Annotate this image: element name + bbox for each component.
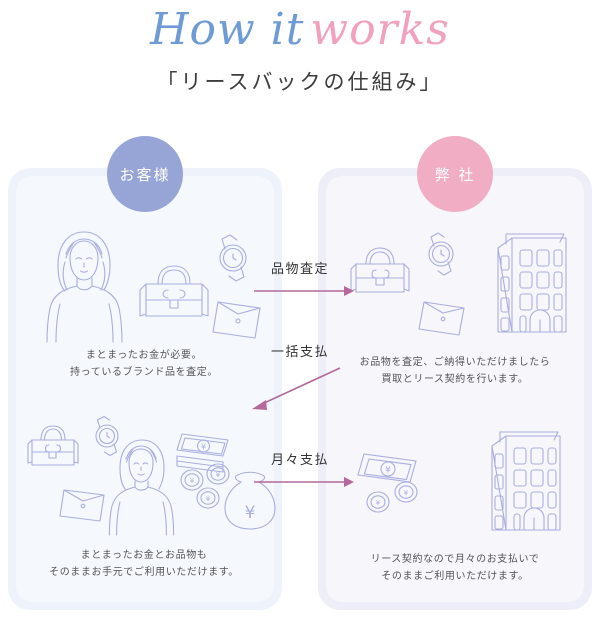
coin-yen-symbol: ¥	[206, 495, 211, 503]
arrow-right-icon	[254, 286, 354, 296]
illustration-company-bottom: ¥ ¥ ¥	[352, 424, 577, 539]
panel-customer-inner	[16, 176, 274, 602]
luxury-goods-and-office-building-icon	[350, 232, 567, 336]
page-subtitle: 「リースバックの仕組み」	[156, 70, 444, 95]
caption-customer-bottom-line1: まとまったお金とお品物も	[80, 550, 208, 561]
page-title-part1: How it	[150, 4, 305, 55]
moneybag-yen-symbol: ¥	[245, 503, 256, 523]
arrow-down-left-icon	[252, 367, 341, 410]
illustration-customer-bottom: ¥ ¥ ¥ ¥ ¥	[22, 408, 276, 536]
caption-customer-bottom-line2: そのままお手元でご利用いただけます。	[49, 566, 239, 578]
flow-lumpsum: 一括支払	[240, 341, 360, 414]
caption-company-top: お品物を査定、ご納得いただけましたら 買取とリース契約を行います。	[325, 355, 585, 388]
caption-company-bottom: リース契約なので月々のお支払いで そのままご利用いただけます。	[325, 552, 585, 585]
page-title-part2: works	[310, 4, 450, 55]
coin-yen-symbol: ¥	[190, 477, 195, 485]
badge-customer-label: お客様	[119, 165, 171, 184]
flow-lumpsum-label: 一括支払	[270, 345, 329, 360]
flow-appraisal-label: 品物査定	[270, 262, 329, 277]
panel-company-inner	[326, 176, 584, 602]
badge-company-label: 弊 社	[434, 165, 476, 184]
caption-customer-bottom: まとまったお金とお品物も そのままお手元でご利用いただけます。	[14, 548, 274, 581]
coin-yen-symbol: ¥	[404, 489, 409, 497]
coin-yen-symbol: ¥	[216, 471, 221, 479]
bill-yen-symbol: ¥	[385, 466, 391, 476]
panel-company	[318, 168, 592, 610]
flow-monthly: 月々支払	[240, 449, 360, 492]
flow-appraisal: 品物査定	[240, 258, 360, 301]
caption-company-top-line1: お品物を査定、ご納得いただけましたら	[359, 357, 551, 368]
caption-customer-top-line2: 持っているブランド品を査定。	[70, 366, 218, 378]
illustration-customer-top	[22, 218, 268, 343]
arrow-right-icon	[254, 477, 354, 487]
caption-customer-top-line1: まとまったお金が必要。	[85, 350, 203, 361]
woman-with-goods-and-money-icon: ¥ ¥ ¥ ¥ ¥	[27, 415, 276, 536]
panel-customer	[8, 168, 282, 610]
coin-yen-symbol: ¥	[376, 499, 381, 507]
caption-company-bottom-line1: リース契約なので月々のお支払いで	[370, 554, 540, 565]
woman-with-luxury-goods-icon	[46, 231, 261, 343]
badge-customer: お客様	[107, 136, 183, 212]
illustration-company-top	[340, 222, 580, 342]
caption-customer-top: まとまったお金が必要。 持っているブランド品を査定。	[14, 348, 274, 381]
flow-monthly-label: 月々支払	[270, 453, 329, 468]
bill-yen-symbol: ¥	[201, 443, 206, 452]
caption-company-top-line2: 買取とリース契約を行います。	[381, 373, 529, 385]
badge-company: 弊 社	[417, 136, 493, 212]
caption-company-bottom-line2: そのままご利用いただけます。	[381, 570, 529, 582]
money-and-office-building-icon: ¥ ¥ ¥	[357, 431, 561, 531]
